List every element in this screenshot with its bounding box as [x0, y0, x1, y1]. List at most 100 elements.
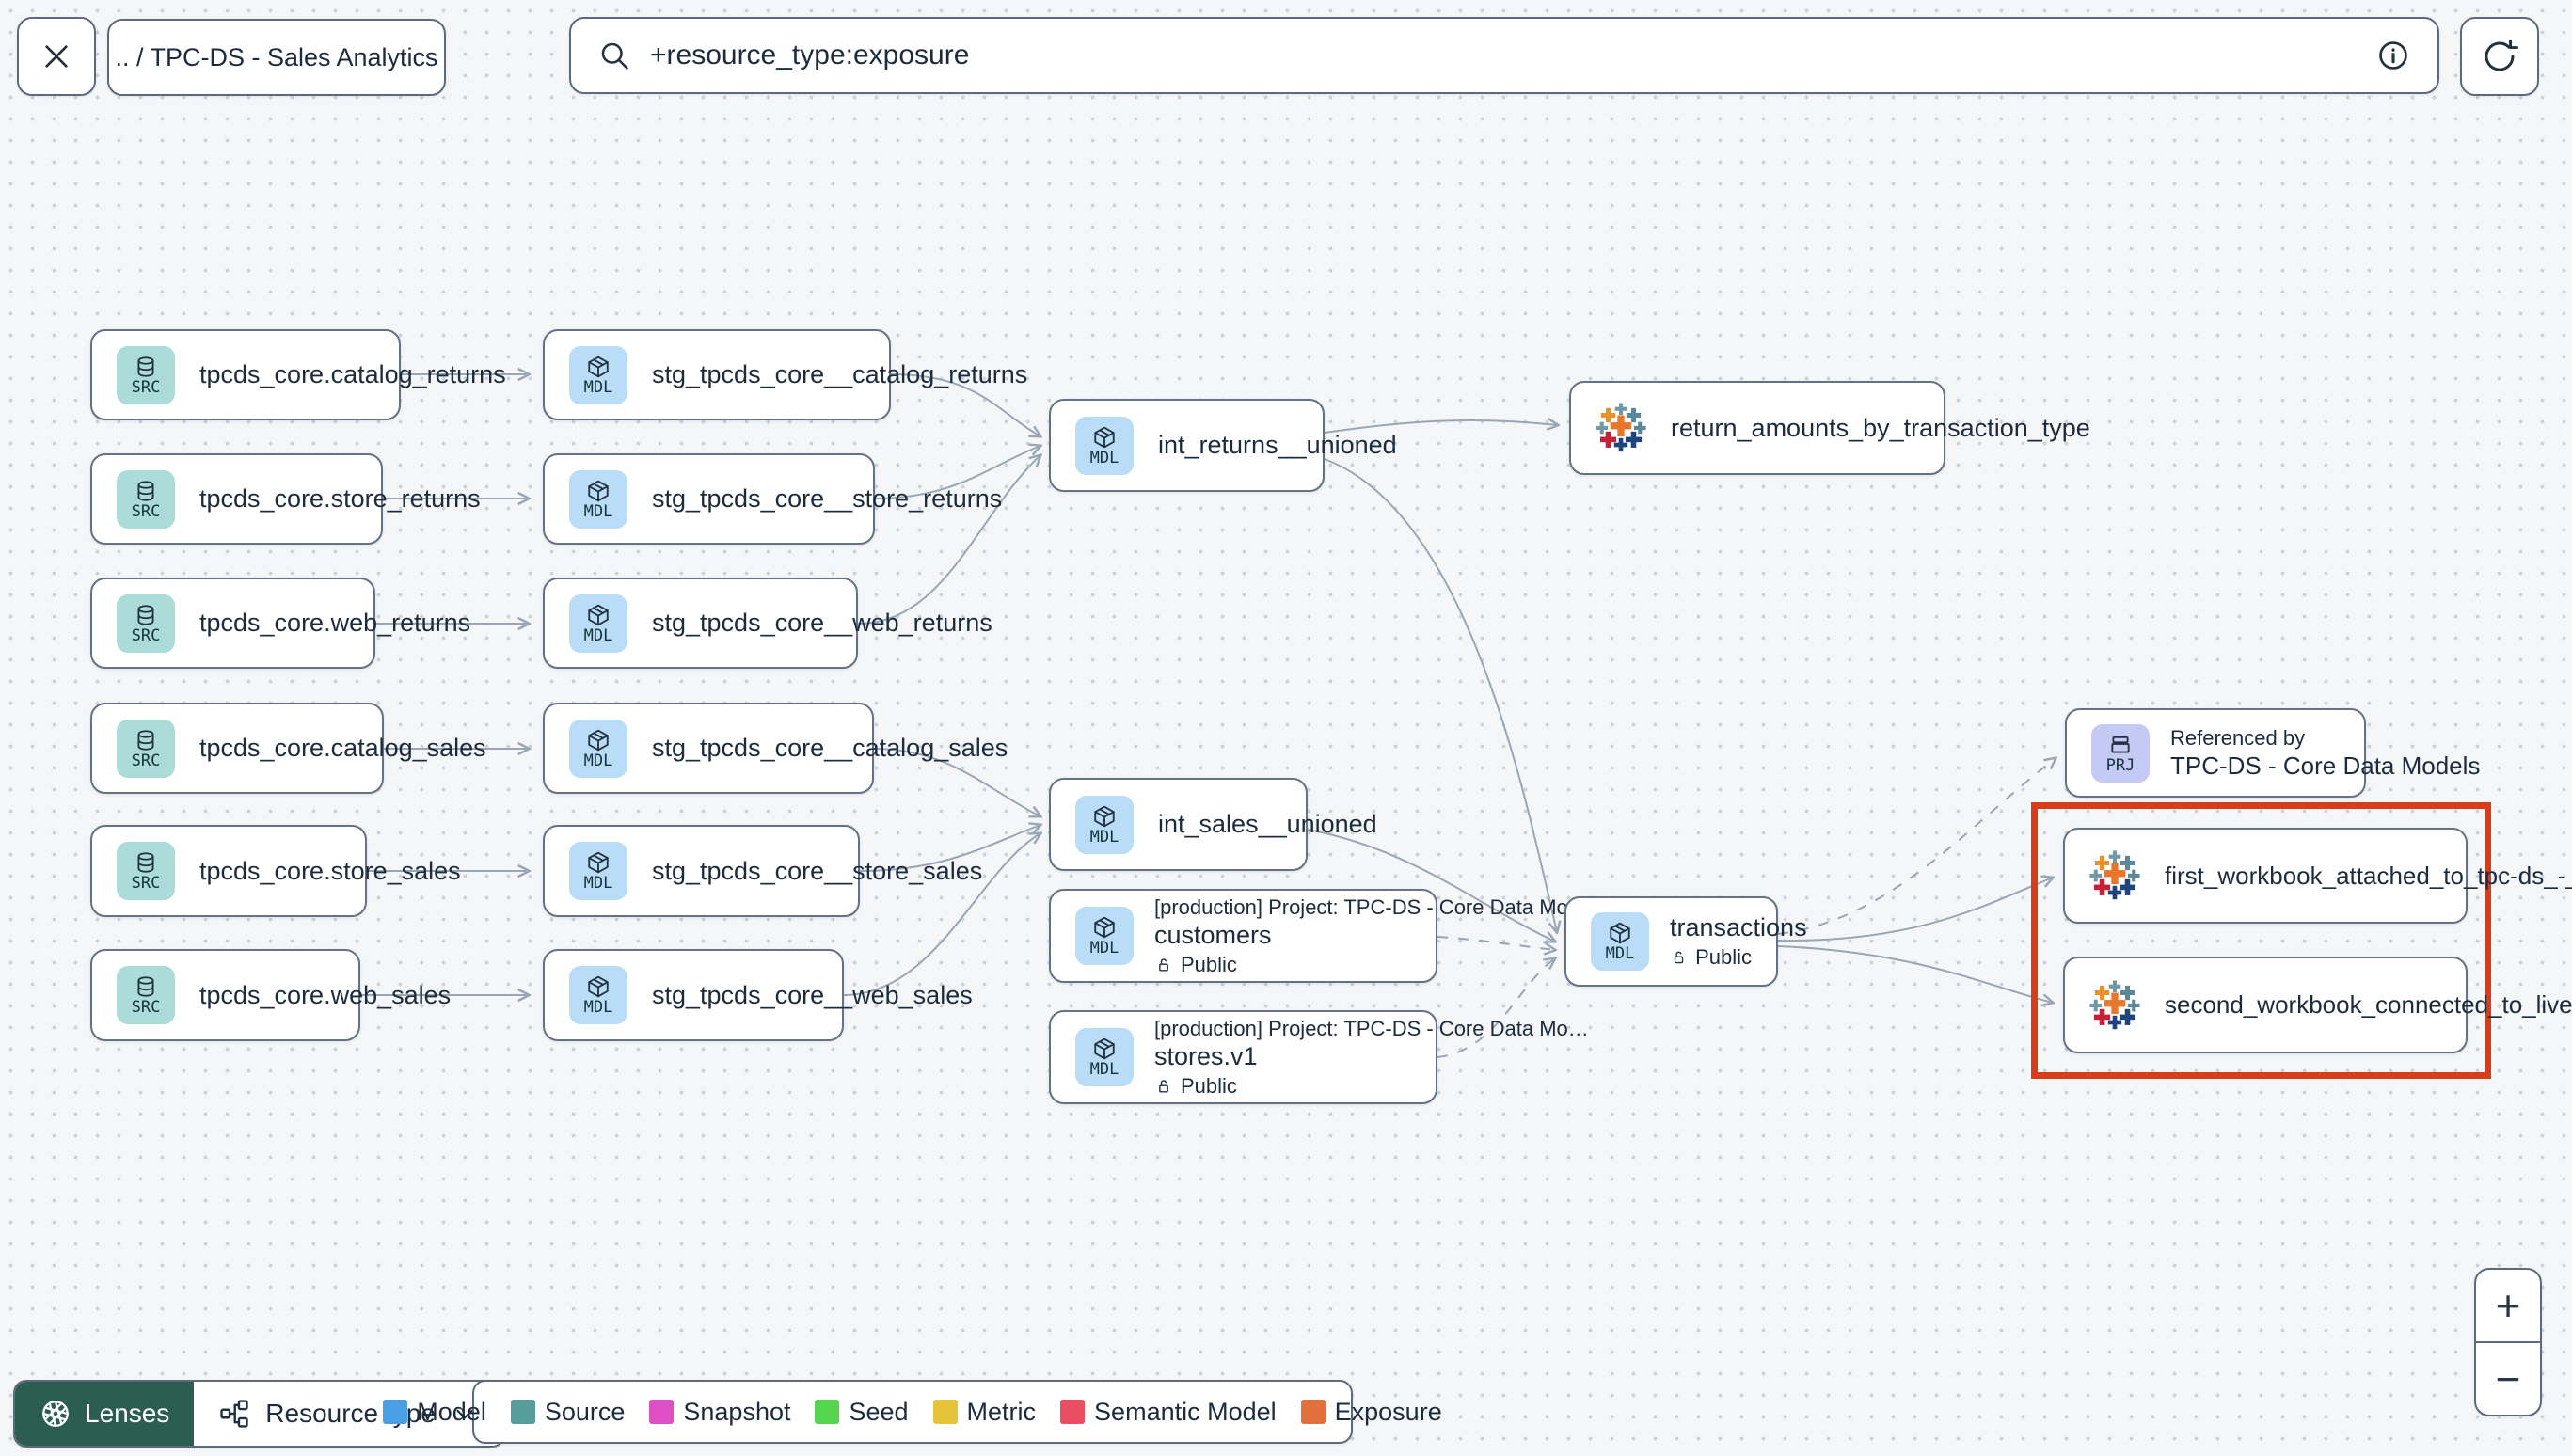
database-icon [134, 850, 158, 875]
source-badge: SRC [117, 469, 175, 529]
source-badge: SRC [117, 345, 175, 404]
legend-item-semantic-model: Semantic Model [1060, 1398, 1277, 1427]
node-label: tpcds_core.web_sales [199, 980, 452, 1009]
search-bar[interactable]: +resource_type:exposure [569, 17, 2439, 94]
node-customers[interactable]: MDL [production] Project: TPC-DS - Core … [1049, 889, 1589, 983]
node-label: first_workbook_attached_to_tpc-ds_-_… [2165, 861, 2572, 890]
refresh-icon [2480, 37, 2519, 76]
lenses-label: Lenses [85, 1399, 170, 1428]
node-src-catalog-returns[interactable]: SRC tpcds_core.catalog_returns [90, 329, 506, 420]
node-exposure-return-amounts[interactable]: return_amounts_by_transaction_type [1569, 381, 2090, 475]
node-stg-catalog-returns[interactable]: MDL stg_tpcds_core__catalog_returns [543, 329, 1027, 420]
node-exposure-second-workbook[interactable]: second_workbook_connected_to_live… [2063, 957, 2572, 1053]
node-label: tpcds_core.store_sales [199, 856, 461, 885]
legend-item-exposure: Exposure [1300, 1398, 1442, 1427]
project-header: [production] Project: TPC-DS - Core Data… [1154, 894, 1589, 919]
access-label: Public [1181, 1073, 1237, 1098]
cube-icon [586, 603, 611, 627]
resource-type-legend: Model Source Snapshot Seed Metric Semant… [383, 1380, 1442, 1444]
node-stg-web-returns[interactable]: MDL stg_tpcds_core__web_returns [543, 578, 992, 669]
search-input[interactable]: +resource_type:exposure [650, 40, 970, 71]
legend-item-source: Source [510, 1398, 625, 1427]
source-badge: SRC [117, 719, 175, 778]
database-icon [134, 479, 158, 503]
legend-item-seed: Seed [815, 1398, 909, 1427]
metric-swatch [932, 1400, 958, 1424]
model-badge: MDL [569, 469, 627, 529]
model-badge: MDL [1075, 907, 1134, 965]
cube-icon [586, 355, 611, 379]
cube-icon [1092, 915, 1117, 940]
info-icon[interactable] [2375, 38, 2411, 73]
node-src-store-returns[interactable]: SRC tpcds_core.store_returns [90, 453, 481, 545]
lens-control: Lenses Resource type [13, 1380, 505, 1448]
model-badge: MDL [1075, 416, 1134, 475]
database-icon [134, 603, 158, 627]
source-badge: SRC [117, 842, 175, 900]
node-label: stg_tpcds_core__store_returns [652, 484, 1003, 513]
model-badge: MDL [569, 719, 627, 778]
zoom-out-button[interactable]: − [2495, 1354, 2521, 1403]
database-icon [134, 355, 158, 379]
model-badge: MDL [569, 966, 627, 1024]
access-label: Public [1181, 952, 1237, 976]
legend-item-snapshot: Snapshot [649, 1398, 790, 1427]
node-label: tpcds_core.web_returns [199, 609, 471, 637]
node-stg-catalog-sales[interactable]: MDL stg_tpcds_core__catalog_sales [543, 703, 1008, 794]
node-transactions[interactable]: MDL transactions Public [1564, 896, 1807, 987]
semantic-model-swatch [1060, 1400, 1086, 1424]
node-stg-store-returns[interactable]: MDL stg_tpcds_core__store_returns [543, 453, 1002, 545]
node-label: tpcds_core.catalog_returns [199, 360, 506, 388]
model-badge: MDL [1075, 1028, 1134, 1086]
cube-icon [586, 479, 611, 503]
database-icon [134, 728, 158, 752]
tableau-icon [2089, 850, 2140, 901]
database-icon [134, 974, 158, 999]
node-referenced-by-project[interactable]: PRJ Referenced by TPC-DS - Core Data Mod… [2065, 708, 2480, 798]
node-exposure-first-workbook[interactable]: first_workbook_attached_to_tpc-ds_-_… [2063, 828, 2572, 924]
cube-icon [1092, 804, 1117, 829]
node-int-sales-unioned[interactable]: MDL int_sales__unioned [1049, 778, 1377, 871]
cube-icon [1092, 425, 1117, 450]
model-badge: MDL [1075, 795, 1134, 854]
zoom-in-button[interactable]: + [2476, 1270, 2540, 1343]
node-label: int_returns__unioned [1158, 431, 1397, 459]
model-badge: MDL [569, 345, 627, 404]
model-swatch [383, 1400, 408, 1424]
access-label: Public [1695, 945, 1752, 970]
node-stores-v1[interactable]: MDL [production] Project: TPC-DS - Core … [1049, 1010, 1589, 1104]
node-label: stores.v1 [1154, 1042, 1258, 1071]
node-int-returns-unioned[interactable]: MDL int_returns__unioned [1049, 399, 1397, 492]
referenced-by-title: Referenced by [2170, 725, 2306, 750]
source-badge: SRC [117, 966, 175, 1024]
legend-item-metric: Metric [932, 1398, 1036, 1427]
source-swatch [510, 1400, 535, 1424]
node-src-web-returns[interactable]: SRC tpcds_core.web_returns [90, 578, 470, 669]
node-stg-web-sales[interactable]: MDL stg_tpcds_core__web_sales [543, 949, 973, 1041]
cube-icon [586, 850, 611, 875]
node-label: second_workbook_connected_to_live… [2165, 990, 2572, 1019]
node-label: transactions [1670, 913, 1807, 942]
close-button[interactable] [17, 17, 96, 96]
node-label: customers [1154, 921, 1272, 950]
refresh-button[interactable] [2460, 17, 2539, 96]
node-stg-store-sales[interactable]: MDL stg_tpcds_core__store_sales [543, 825, 982, 917]
node-label: stg_tpcds_core__web_sales [652, 980, 973, 1009]
node-label: tpcds_core.catalog_sales [199, 734, 486, 762]
lock-open-icon [1154, 956, 1173, 974]
node-label: stg_tpcds_core__web_returns [652, 609, 992, 637]
cube-icon [1608, 921, 1632, 945]
lock-open-icon [1670, 948, 1688, 967]
access-row: Public [1154, 1073, 1411, 1100]
breadcrumb[interactable]: .. / TPC-DS - Sales Analytics [107, 19, 446, 96]
node-src-web-sales[interactable]: SRC tpcds_core.web_sales [90, 949, 451, 1041]
node-src-store-sales[interactable]: SRC tpcds_core.store_sales [90, 825, 461, 917]
lenses-button[interactable]: Lenses [15, 1382, 195, 1446]
project-header: [production] Project: TPC-DS - Core Data… [1154, 1016, 1589, 1040]
access-row: Public [1670, 944, 1752, 971]
node-label: int_sales__unioned [1158, 810, 1377, 838]
resource-type-dropdown[interactable]: Resource type [194, 1382, 503, 1446]
node-label: stg_tpcds_core__catalog_returns [652, 360, 1028, 388]
node-src-catalog-sales[interactable]: SRC tpcds_core.catalog_sales [90, 703, 486, 794]
